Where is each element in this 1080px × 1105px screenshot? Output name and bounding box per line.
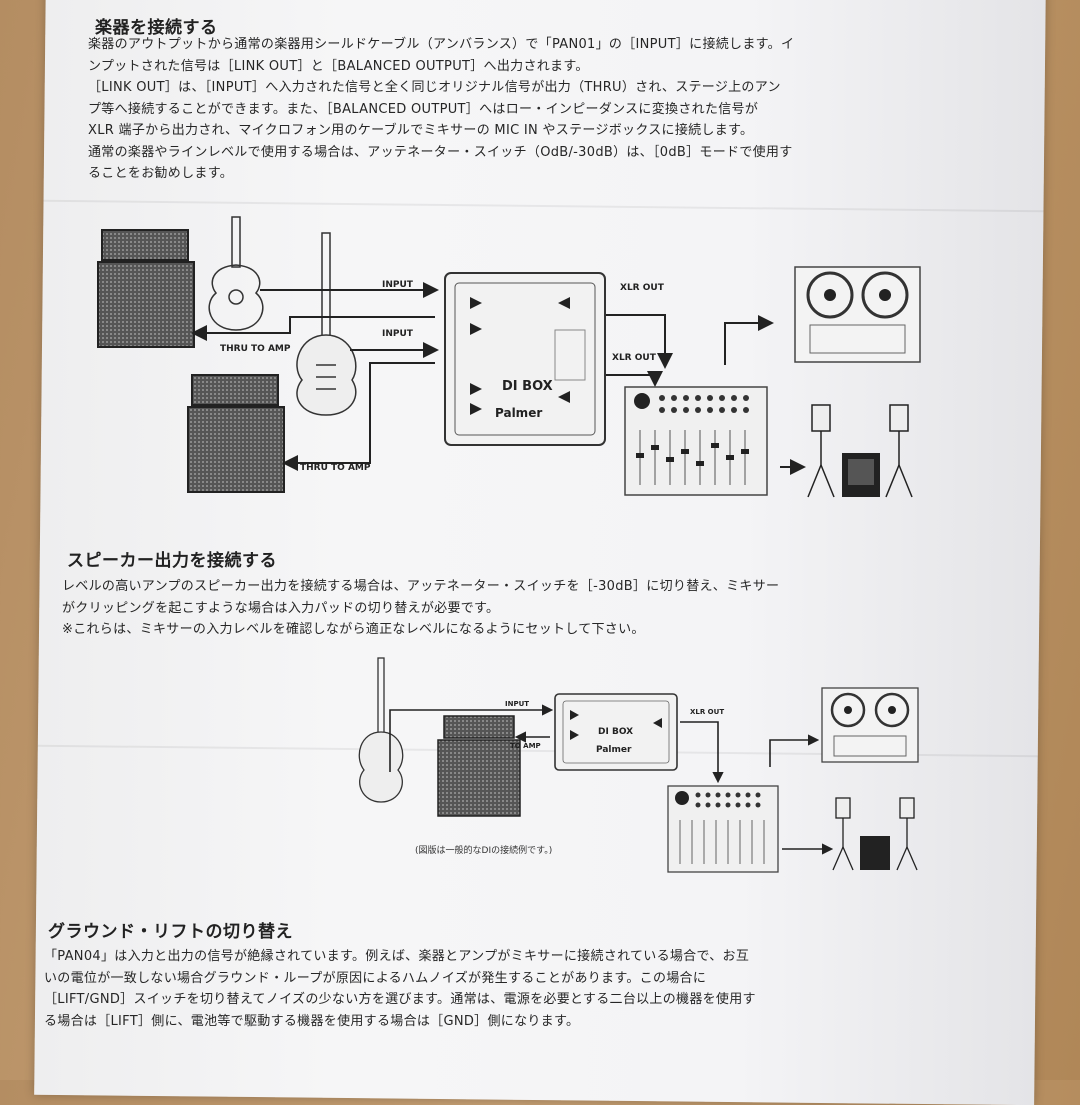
section-heading-ground-lift: グラウンド・リフトの切り替え (48, 922, 293, 942)
brand-label: Palmer (495, 406, 542, 420)
di-box-icon: DI BOX Palmer (444, 272, 606, 446)
amp-stack-icon (437, 715, 521, 817)
brand-label: Palmer (596, 745, 632, 755)
reel-to-reel-recorder-icon (821, 687, 919, 763)
reel-to-reel-recorder-icon (794, 266, 921, 363)
section-heading-connect-instrument: 楽器を接続する (95, 18, 218, 38)
text-line: 通常の楽器やラインレベルで使用する場合は、アッテネーター・スイッチ（OdB/-3… (88, 144, 793, 160)
text-line: がクリッピングを起こすような場合は入力パッドの切り替えが必要です。 (62, 600, 500, 616)
text-line: プ等へ接続することができます。また、［BALANCED OUTPUT］へはロー・… (88, 101, 759, 117)
input-label: INPUT (505, 700, 529, 708)
di-box-label: DI BOX (598, 727, 633, 737)
amp-stack-icon (97, 229, 195, 348)
input-label: INPUT (382, 280, 414, 290)
pa-speaker-icon (832, 797, 854, 871)
text-line: レベルの高いアンプのスピーカー出力を接続する場合は、アッテネーター・スイッチを［… (62, 579, 780, 594)
section-body-connect-instrument: 楽器のアウトプットから通常の楽器用シールドケーブル（アンバランス）で「PAN01… (88, 34, 794, 185)
subwoofer-icon (860, 836, 890, 870)
to-amp-label: TO AMP (510, 742, 541, 750)
amp-stack-icon (187, 374, 285, 493)
xlr-out-label: XLR OUT (612, 353, 657, 363)
section-body-ground-lift: 「PAN04」は入力と出力の信号が絶縁されています。例えば、楽器とアンプがミキサ… (44, 946, 756, 1032)
di-box-label: DI BOX (502, 379, 553, 394)
xlr-out-label: XLR OUT (690, 708, 724, 716)
thru-to-amp-label: THRU TO AMP (220, 344, 291, 354)
mixer-console-icon (624, 386, 768, 496)
text-line: ※これらは、ミキサーの入力レベルを確認しながら適正なレベルになるようにセットして… (62, 622, 645, 637)
text-line: XLR 端子から出力され、マイクロフォン用のケーブルでミキサーの MIC IN … (88, 123, 754, 138)
electric-guitar-icon (296, 232, 357, 416)
text-line: 「PAN04」は入力と出力の信号が絶縁されています。例えば、楽器とアンプがミキサ… (44, 949, 750, 964)
text-line: ［LINK OUT］は、［INPUT］へ入力された信号と全く同じオリジナル信号が… (88, 80, 781, 95)
text-line: る場合は［LIFT］側に、電池等で駆動する機器を使用する場合は［GND］側になり… (44, 1013, 580, 1029)
pa-speaker-icon (807, 404, 835, 498)
subwoofer-icon (842, 453, 880, 497)
connection-diagram-instrument: INPUT THRU TO AMP INPUT THRU TO AMP XLR … (97, 216, 921, 498)
pa-speaker-icon (896, 797, 918, 871)
section-heading-speaker-output: スピーカー出力を接続する (67, 551, 277, 571)
pa-speaker-icon (885, 404, 913, 498)
thru-to-amp-label: THRU TO AMP (300, 463, 371, 473)
connection-diagram-speaker-output: INPUT TO AMP XLR OUT DI BOX Palmer (358, 657, 919, 873)
text-line: ることをお勧めします。 (88, 166, 234, 181)
mixer-console-icon (667, 785, 779, 873)
text-line: ［LIFT/GND］スイッチを切り替えてノイズの少ない方を選びます。通常は、電源… (44, 992, 756, 1007)
text-line: 楽器のアウトプットから通常の楽器用シールドケーブル（アンバランス）で「PAN01… (88, 37, 795, 52)
diagram-caption: (図版は一般的なDIの接続例です。) (415, 846, 553, 856)
acoustic-guitar-icon (208, 216, 264, 331)
electric-guitar-icon (358, 657, 404, 803)
xlr-out-label: XLR OUT (620, 283, 665, 293)
text-line: ンプットされた信号は［LINK OUT］と［BALANCED OUTPUT］へ出… (88, 58, 589, 74)
section-body-speaker-output: レベルの高いアンプのスピーカー出力を接続する場合は、アッテネーター・スイッチを［… (62, 576, 779, 641)
di-box-icon: DI BOX Palmer (554, 693, 678, 771)
text-line: いの電位が一致しない場合グラウンド・ループが原因によるハムノイズが発生することが… (44, 970, 707, 986)
input-label: INPUT (382, 329, 414, 339)
